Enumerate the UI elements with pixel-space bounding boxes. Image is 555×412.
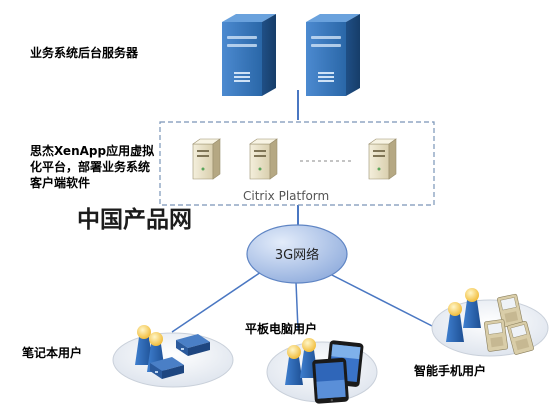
tablet-users-group: [266, 338, 378, 404]
phone-users-label: 智能手机用户: [414, 364, 487, 378]
link-network-to-laptops: [171, 269, 265, 333]
phone-icon: [483, 319, 509, 352]
watermark-text: 中国产品网: [77, 206, 192, 233]
laptop-users-label: 笔记本用户: [22, 346, 83, 360]
laptop-icon: [150, 357, 184, 379]
citrix-platform-label: Citrix Platform: [243, 189, 329, 203]
network-label: 3G网络: [275, 247, 319, 263]
backend-server-icon: [306, 14, 360, 96]
person-icon: [135, 325, 153, 365]
platform-server-icon: [249, 138, 278, 180]
link-network-to-phones: [325, 271, 441, 331]
person-icon: [446, 302, 464, 342]
phone-icon: [497, 293, 523, 328]
platform-server-icon: [192, 138, 221, 180]
person-icon: [285, 345, 303, 385]
platform-server-icon: [368, 138, 397, 180]
laptop-users-group: [112, 325, 234, 388]
link-network-to-tablets: [295, 281, 299, 331]
phone-icon: [507, 320, 534, 355]
tablet-icon: [312, 357, 349, 404]
citrix-description-label: 思杰XenApp应用虚拟化平台，部署业务系统客户端软件: [30, 144, 155, 190]
phone-users-group: [431, 288, 549, 357]
laptop-icon: [176, 334, 210, 356]
citrix-platform-box: [159, 121, 435, 206]
person-icon: [463, 288, 481, 328]
network-cloud: [246, 224, 348, 284]
backend-servers-label: 业务系统后台服务器: [30, 46, 139, 60]
backend-server-icon: [222, 14, 276, 96]
tablet-users-label: 平板电脑用户: [245, 322, 318, 336]
